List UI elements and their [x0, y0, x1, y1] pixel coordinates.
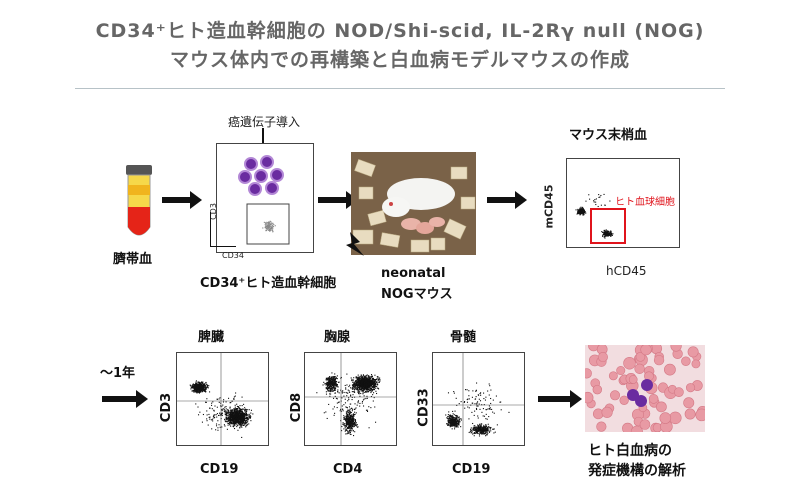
mouse-label-2: NOGマウス [381, 287, 453, 302]
bone-marrow-scatter-dots [445, 382, 510, 437]
transduction-arrow [262, 128, 264, 146]
cell-y-axis [210, 212, 211, 247]
cell-x-axis [210, 246, 236, 247]
spleen-plot [176, 352, 269, 446]
arrow-4 [102, 390, 148, 408]
time-label: ～1年 [100, 366, 136, 381]
transduction-label: 癌遺伝子導入 [228, 115, 301, 129]
peripheral-blood-title: マウス末梢血 [569, 128, 648, 143]
mouse-photo [351, 152, 476, 255]
arrow-2 [318, 191, 358, 209]
thymus-scatter-dots [316, 372, 381, 437]
spleen-y-label: CD3 [159, 392, 175, 423]
cd34-cell-box [216, 143, 314, 253]
cd34-scatter-dots [262, 220, 276, 233]
page-subtitle: マウス体内での再構築と白血病モデルマウスの作成 [169, 49, 630, 71]
title-divider [75, 88, 725, 89]
peripheral-scatter-dots [575, 193, 614, 239]
thymus-y-label: CD8 [289, 392, 305, 423]
mouse-label-1: neonatal [381, 266, 446, 281]
analysis-line-2: 発症機構の解析 [588, 463, 686, 479]
peripheral-blood-plot [566, 158, 680, 248]
spleen-scatter-dots [189, 380, 254, 438]
thymus-plot [304, 352, 397, 446]
cord-blood-label: 臍帯血 [113, 252, 153, 267]
arrow-1 [162, 191, 202, 209]
human-cell-gate [590, 208, 626, 244]
thymus-x-label: CD4 [333, 462, 363, 477]
cd34-axis-label: CD34 [222, 251, 244, 260]
cell-cluster-icon [238, 155, 284, 196]
thymus-title: 胸腺 [324, 330, 351, 345]
hcd45-axis-label: hCD45 [606, 264, 647, 278]
bone-marrow-plot [432, 352, 525, 446]
analysis-line-1: ヒト白血病の [588, 443, 672, 459]
cd34-label: CD34⁺ヒト造血幹細胞 [200, 276, 337, 291]
gate-label: ヒト血球細胞 [615, 197, 675, 208]
arrow-3 [487, 191, 527, 209]
mcd45-axis-label: mCD45 [542, 184, 556, 229]
arrow-5 [538, 390, 582, 408]
spleen-x-label: CD19 [200, 462, 239, 477]
injection-lightning-icon [342, 232, 364, 260]
spleen-title: 脾臓 [198, 330, 225, 345]
blood-smear-cells [585, 345, 705, 432]
bone-marrow-y-label: CD33 [416, 388, 432, 427]
bone-marrow-title: 骨髄 [450, 330, 477, 345]
cord-blood-tube-icon [120, 165, 158, 245]
blood-smear-photo [585, 345, 705, 432]
page-title: CD34⁺ヒト造血幹細胞の NOD/Shi-scid, IL-2Rγ null … [95, 20, 705, 42]
bone-marrow-x-label: CD19 [452, 462, 491, 477]
